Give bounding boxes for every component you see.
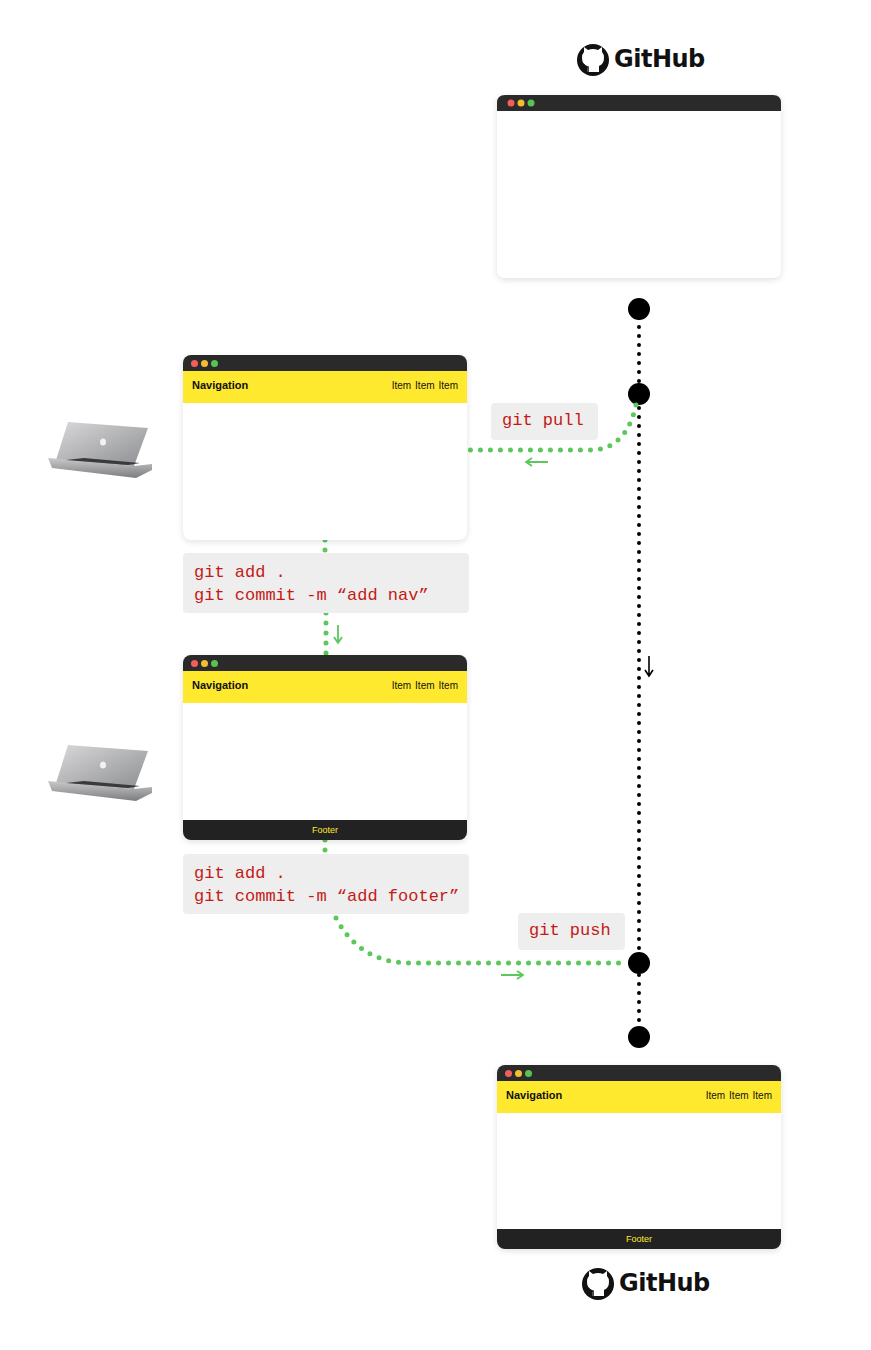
nav-title: Navigation	[506, 1089, 562, 1101]
window-dot	[525, 1070, 532, 1077]
command-text: git push	[529, 919, 614, 942]
direction-arrow	[334, 625, 342, 643]
timeline	[628, 298, 653, 1048]
footer-bar: Footer	[497, 1229, 781, 1249]
command-text: git commit -m “add nav”	[194, 584, 458, 607]
nav-item: Item	[729, 1090, 748, 1101]
footer-bar: Footer	[183, 820, 467, 840]
github-logo	[577, 44, 609, 76]
nav-items: Item Item Item	[392, 680, 458, 691]
dotted-line	[324, 613, 329, 655]
command-box: git pull	[491, 403, 598, 440]
window-dot	[191, 360, 198, 367]
browser-window: Navigation Item Item Item	[183, 355, 467, 540]
window-dot	[201, 360, 208, 367]
command-text: git pull	[502, 409, 587, 432]
nav-item: Item	[439, 680, 458, 691]
command-box: git add .git commit -m “add nav”	[183, 553, 469, 613]
dotted-line	[323, 540, 328, 553]
nav-item: Item	[439, 380, 458, 391]
laptop-icon	[48, 745, 152, 801]
github-wordmark: GitHub	[619, 1269, 710, 1297]
nav-item: Item	[392, 380, 411, 391]
footer-text: Footer	[497, 1234, 781, 1244]
flow-connector	[326, 613, 342, 655]
nav-item: Item	[415, 680, 434, 691]
window-dot	[505, 1070, 512, 1077]
nav-item: Item	[392, 680, 411, 691]
nav-title: Navigation	[192, 679, 248, 691]
command-text: git commit -m “add footer”	[194, 885, 458, 908]
flow-connector	[325, 540, 326, 553]
window-dot	[515, 1070, 522, 1077]
title-bar	[183, 655, 467, 671]
nav-title: Navigation	[192, 379, 248, 391]
laptop-icon	[48, 422, 152, 478]
window-dot	[211, 360, 218, 367]
nav-items: Item Item Item	[392, 380, 458, 391]
command-text: git add .	[194, 862, 458, 885]
window-dot	[211, 660, 218, 667]
window-dot	[201, 660, 208, 667]
footer-text: Footer	[183, 825, 467, 835]
nav-bar: Navigation Item Item Item	[497, 1081, 781, 1113]
browser-window	[497, 95, 781, 278]
nav-item: Item	[753, 1090, 772, 1101]
nav-item: Item	[415, 380, 434, 391]
command-box: git push	[518, 913, 625, 950]
command-box: git add .git commit -m “add footer”	[183, 854, 469, 914]
github-logo	[582, 1268, 614, 1300]
nav-items: Item Item Item	[706, 1090, 772, 1101]
dotted-line	[323, 840, 328, 854]
nav-item: Item	[706, 1090, 725, 1101]
nav-bar: Navigation Item Item Item	[183, 371, 467, 403]
browser-window: Navigation Item Item ItemFooter	[497, 1065, 781, 1249]
github-wordmark: GitHub	[614, 45, 705, 73]
nav-bar: Navigation Item Item Item	[183, 671, 467, 703]
flow-connector	[325, 840, 326, 854]
title-bar	[183, 355, 467, 371]
title-bar	[497, 1065, 781, 1081]
browser-window: Navigation Item Item ItemFooter	[183, 655, 467, 840]
command-text: git add .	[194, 561, 458, 584]
window-dot	[191, 660, 198, 667]
